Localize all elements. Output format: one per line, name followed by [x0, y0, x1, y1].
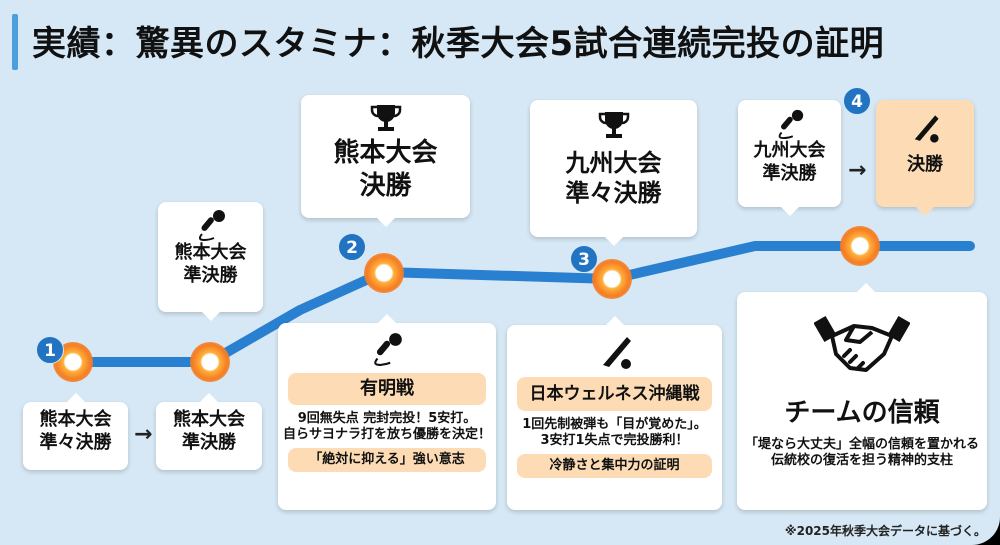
step-badge-4: 4	[843, 87, 871, 115]
step-badge-1: 1	[36, 336, 64, 364]
trust-description: 「堤なら大丈夫」全幅の信頼を置かれる 伝統校の復活を担う精神的支柱	[744, 437, 979, 469]
timeline-node-4	[592, 259, 632, 299]
game-description: 9回無失点 完封完投！5安打。 自らサヨナラ打を放ち優勝を決定！	[282, 411, 491, 443]
trophy-icon	[370, 105, 401, 131]
game-tag: 「絶対に抑える」強い意志	[288, 447, 486, 472]
card-kyushu-semifinal: 九州大会 準決勝	[738, 100, 841, 216]
game-heading: 有明戦	[288, 373, 486, 405]
microphone-icon	[778, 109, 803, 140]
card-kumamoto-quarterfinal: 熊本大会 準々決勝	[23, 393, 128, 470]
title-accent-bar	[12, 14, 18, 70]
page-title: 実績：驚異のスタミナ：秋季大会5試合連続完投の証明	[32, 24, 885, 64]
card-kumamoto-final: 熊本大会 決勝	[301, 95, 470, 227]
handshake-icon	[814, 315, 910, 372]
baseball-bat-icon	[602, 337, 631, 369]
card-kyushu-quarterfinal: 九州大会 準々決勝	[530, 100, 697, 246]
microphone-icon	[198, 210, 225, 242]
step-badge-3: 3	[570, 245, 598, 273]
timeline-node-5	[840, 226, 880, 266]
trust-heading: チームの信頼	[784, 398, 940, 428]
game-description: 1回先制被弾も「目が覚めた」。 3安打1失点で完投勝利！	[522, 417, 707, 449]
footnote: ※2025年秋季大会データに基づく。	[784, 524, 986, 538]
arrow-icon: →	[134, 422, 153, 447]
game-tag: 冷静さと集中力の証明	[517, 453, 712, 478]
timeline-node-3	[364, 253, 404, 293]
card-ariake-game: 有明戦 9回無失点 完封完投！5安打。 自らサヨナラ打を放ち優勝を決定！ 「絶対…	[278, 314, 496, 510]
card-kyushu-final: 決勝	[876, 100, 974, 216]
arrow-icon: →	[848, 158, 867, 183]
microphone-icon	[374, 333, 402, 366]
card-kumamoto-semifinal: 熊本大会 準決勝	[158, 202, 263, 321]
baseball-bat-icon	[914, 115, 939, 143]
card-kumamoto-semifinal-result: 熊本大会 準決勝	[156, 393, 262, 470]
trophy-icon	[598, 112, 629, 138]
game-heading: 日本ウェルネス沖縄戦	[517, 377, 712, 411]
card-team-trust: チームの信頼 「堤なら大丈夫」全幅の信頼を置かれる 伝統校の復活を担う精神的支柱	[737, 283, 987, 510]
timeline-node-2	[190, 342, 230, 382]
card-okinawa-game: 日本ウェルネス沖縄戦 1回先制被弾も「目が覚めた」。 3安打1失点で完投勝利！ …	[507, 316, 722, 510]
step-badge-2: 2	[338, 233, 366, 261]
